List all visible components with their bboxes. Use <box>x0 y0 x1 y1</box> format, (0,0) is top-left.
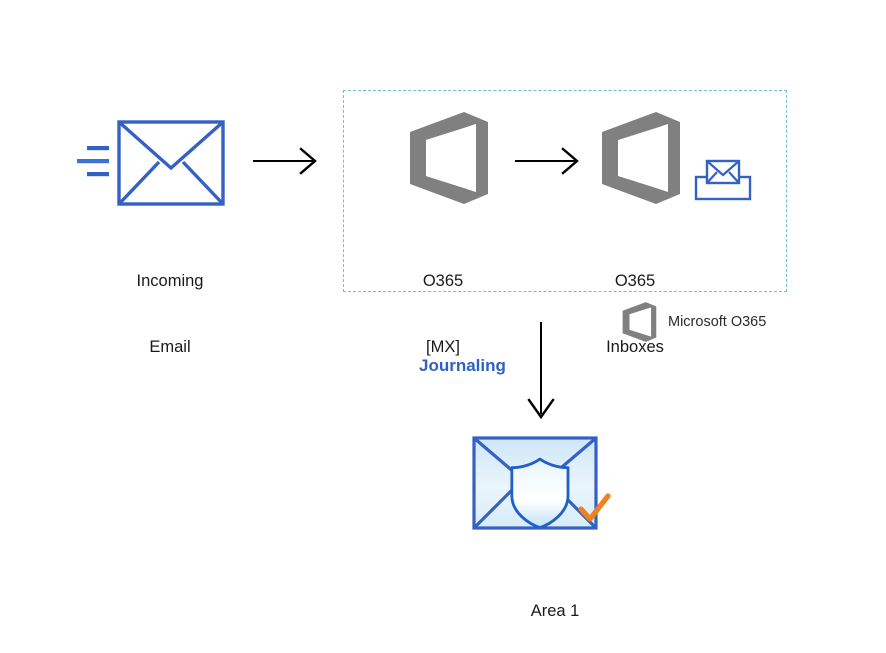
arrow-incoming-to-mx <box>253 145 321 177</box>
area1-label: Area 1 email security <box>465 556 645 653</box>
journaling-label: Journaling <box>419 356 506 375</box>
motion-lines-icon <box>75 140 123 188</box>
incoming-email-label: Incoming Email <box>90 226 250 402</box>
incoming-email-label-line1: Incoming <box>136 272 204 290</box>
secure-email-shield-icon <box>470 432 630 547</box>
office-365-icon-inboxes <box>596 110 684 206</box>
o365-inboxes-label-line2: Inboxes <box>606 338 664 356</box>
o365-inboxes-label-line1: O365 <box>614 272 656 290</box>
o365-mx-label: O365 [MX] <box>363 226 523 402</box>
envelope-icon <box>117 120 225 206</box>
legend-label: Microsoft O365 <box>668 314 767 330</box>
legend-office-365-icon <box>620 301 658 343</box>
o365-mx-label-line1: O365 <box>422 272 464 290</box>
o365-boundary-box <box>343 90 787 292</box>
arrow-inboxes-to-area1 <box>524 322 560 422</box>
o365-inboxes-label: O365 Inboxes <box>555 226 715 402</box>
office-365-icon-mx <box>404 110 492 206</box>
arrow-mx-to-inboxes <box>515 145 583 177</box>
o365-mx-label-line2: [MX] <box>426 338 460 356</box>
area1-label-line1: Area 1 <box>530 602 580 620</box>
incoming-email-label-line2: Email <box>149 338 191 356</box>
inbox-tray-icon <box>694 159 752 201</box>
